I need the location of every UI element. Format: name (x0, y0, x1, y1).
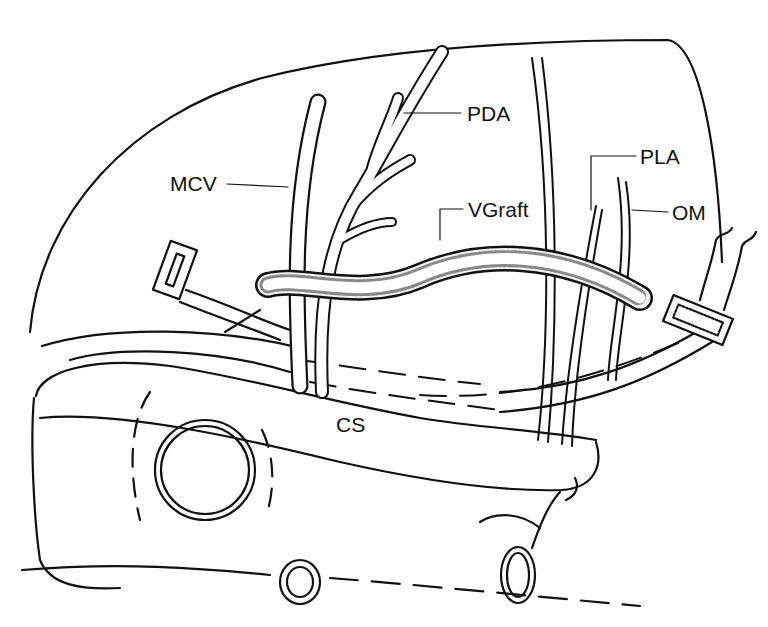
branch-line (562, 206, 596, 444)
vena-cava (155, 420, 255, 520)
branch-line (572, 210, 602, 446)
base-line (22, 566, 270, 575)
leader-line (227, 184, 288, 187)
vena-cava (161, 426, 249, 514)
right-clip (663, 228, 756, 345)
artery-fill (352, 160, 410, 206)
leader-line (632, 210, 668, 212)
leader-line (404, 112, 461, 113)
artery-outline (321, 52, 442, 392)
dashed-contour (133, 392, 150, 520)
graft-fill (268, 259, 640, 298)
leader-lines (227, 113, 668, 240)
artery (500, 342, 712, 412)
vessel-ring (280, 560, 320, 604)
left-clip (153, 241, 290, 340)
base-line (330, 578, 640, 606)
vessel-ring (501, 547, 535, 603)
wire (700, 228, 732, 300)
leader-line (440, 209, 463, 240)
part-label: PDA (467, 103, 510, 124)
part-label: MCV (170, 173, 217, 194)
artery-fill (321, 52, 442, 392)
coronary-sinus-tip (566, 478, 577, 500)
graft-fill (268, 259, 640, 298)
hidden-vessel (420, 338, 690, 396)
coronary-sinus (40, 417, 598, 491)
dashed-contour (262, 430, 272, 510)
part-label: OM (672, 202, 706, 223)
part-label: VGraft (468, 199, 529, 220)
leader-line (591, 156, 636, 210)
artery-fill (372, 98, 398, 168)
vessel-stub (480, 515, 540, 528)
part-label: CS (336, 414, 365, 435)
graft-outline (268, 259, 640, 298)
vessel-ring (287, 567, 313, 597)
groove-band (70, 351, 290, 372)
vein-graft (268, 259, 640, 298)
clip-inner (673, 305, 723, 336)
wire (724, 232, 756, 310)
tube-line (180, 302, 280, 340)
hidden-vessel (300, 338, 690, 410)
atrium-outline (532, 492, 560, 548)
groove-band (42, 332, 300, 348)
clip-inner (166, 254, 184, 287)
posterior-descending-artery (321, 52, 442, 392)
clip-rect (663, 295, 733, 345)
tube-line (225, 310, 260, 332)
artery (500, 330, 700, 392)
graft-stipple (268, 259, 640, 298)
part-label: PLA (640, 146, 680, 167)
artery-fill (340, 222, 392, 240)
atrium-outline (32, 398, 120, 588)
vessel-ring (507, 553, 529, 597)
